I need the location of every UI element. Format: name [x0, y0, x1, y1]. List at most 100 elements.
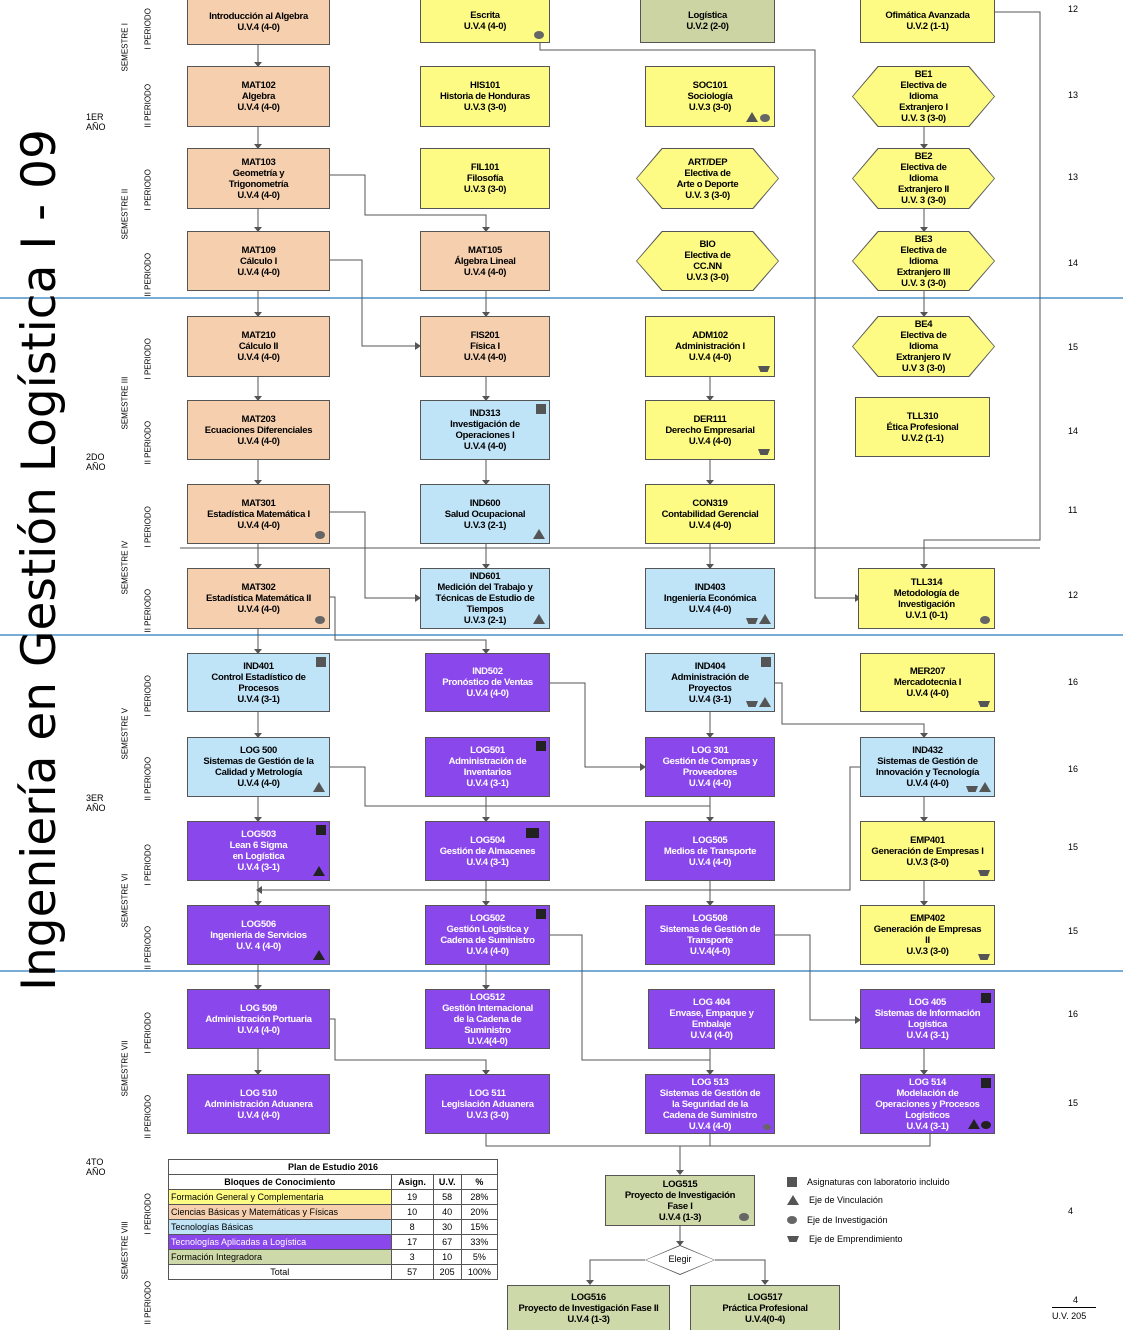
period-label: I PERIODO — [143, 8, 153, 50]
course-box[interactable]: IND401 Control Estadístico de Procesos U… — [187, 653, 330, 712]
course-box[interactable]: LOG515 Proyecto de Investigación Fase I … — [605, 1175, 755, 1226]
course-box[interactable]: LOG502 Gestión Logística y Cadena de Sum… — [425, 905, 550, 965]
cell: 205 — [432, 1264, 462, 1280]
row-total: 15 — [1068, 842, 1079, 852]
course-box[interactable]: MAT102 Algebra U.V.4 (4-0) — [187, 66, 330, 127]
block-name: Ciencias Básicas y Matemáticas y Físicas — [168, 1204, 392, 1220]
course-box[interactable]: EMP402 Generación de Empresas II U.V.3 (… — [860, 905, 995, 965]
elective-hexagon[interactable]: BE4 Electiva de Idioma Extranjero IV U.V… — [852, 316, 995, 377]
course-box[interactable]: FIL101 Filosofía U.V.3 (3-0) — [420, 148, 550, 209]
course-box[interactable]: MAT103 Geometría y Trigonometría U.V.4 (… — [187, 148, 330, 209]
course-box[interactable]: LOG 404 Envase, Empaque y Embalaje U.V.4… — [648, 989, 775, 1049]
course-box[interactable]: LOG516 Proyecto de Investigación Fase II… — [507, 1285, 670, 1330]
course-box[interactable]: IND601 Medición del Trabajo y Técnicas d… — [420, 568, 550, 629]
col-header: Asign. — [390, 1174, 434, 1190]
course-box[interactable]: LOG 510 Administración Aduanera U.V.4 (4… — [187, 1074, 330, 1134]
course-box[interactable]: IND502 Pronóstico de Ventas U.V.4 (4-0) — [425, 653, 550, 712]
elective-hexagon[interactable]: BE1 Electiva de Idioma Extranjero I U.V.… — [852, 66, 995, 127]
course-box[interactable]: LOG 514 Modelación de Operaciones y Proc… — [860, 1074, 995, 1134]
row-total: 12 — [1068, 590, 1079, 600]
entrepreneurship-axis-icon — [746, 618, 758, 624]
research-axis-icon — [739, 1213, 749, 1221]
row-total: 4 — [1073, 1295, 1079, 1305]
course-box[interactable]: LOG 513 Sistemas de Gestión de la Seguri… — [645, 1074, 775, 1134]
row-total: 15 — [1068, 342, 1079, 352]
semester-label: SEMESTRE III — [120, 376, 130, 430]
course-box[interactable]: MAT203 Ecuaciones Diferenciales U.V.4 (4… — [187, 400, 330, 460]
course-box[interactable]: MAT109 Cálculo I U.V.4 (4-0) — [187, 231, 330, 291]
course-box[interactable]: EMP401 Generación de Empresas I U.V.3 (3… — [860, 821, 995, 881]
cell: 33% — [460, 1234, 499, 1250]
course-box[interactable]: MAT210 Cálculo II U.V.4 (4-0) — [187, 316, 330, 377]
period-label: I PERIODO — [143, 506, 153, 548]
course-box[interactable]: Introducción al Algebra U.V.4 (4-0) — [187, 0, 330, 45]
cell: 28% — [460, 1189, 499, 1205]
course-box[interactable]: LOG 511 Legislación Aduanera U.V.3 (3-0) — [425, 1074, 550, 1134]
course-box[interactable]: DER111 Derecho Empresarial U.V.4 (4-0) — [645, 400, 775, 460]
course-box[interactable]: CON319 Contabilidad Gerencial U.V.4 (4-0… — [645, 484, 775, 544]
linkage-axis-icon — [533, 529, 545, 539]
period-label: I PERIODO — [143, 338, 153, 380]
row-total: 14 — [1068, 258, 1079, 268]
course-box[interactable]: LOG501 Administración de Inventarios U.V… — [425, 737, 550, 797]
lab-icon — [981, 993, 991, 1003]
semester-label: SEMESTRE I — [120, 23, 130, 72]
row-total: 4 — [1068, 1206, 1074, 1216]
course-box[interactable]: LOG508 Sistemas de Gestión de Transporte… — [645, 905, 775, 965]
course-box[interactable]: MER207 Mercadotecnia I U.V.4 (4-0) — [860, 653, 995, 712]
lab-icon — [536, 909, 546, 919]
elective-hexagon[interactable]: BIO Electiva de CC.NN U.V.3 (3-0) — [636, 231, 779, 291]
course-box[interactable]: FIS201 Física I U.V.4 (4-0) — [420, 316, 550, 377]
course-box[interactable]: MAT105 Álgebra Lineal U.V.4 (4-0) — [420, 231, 550, 291]
course-box[interactable]: LOG517 Práctica Profesional U.V.4(0-4) — [690, 1285, 840, 1330]
course-box[interactable]: LOG 405 Sistemas de Información Logístic… — [860, 989, 995, 1049]
cell: 10 — [390, 1204, 434, 1220]
period-label: II PERIODO — [143, 252, 153, 297]
elective-hexagon[interactable]: BE2 Electiva de Idioma Extranjero II U.V… — [852, 148, 995, 209]
period-label: II PERIODO — [143, 420, 153, 465]
lab-icon — [536, 741, 546, 751]
page-title: Ingeniería en Gestión Logística I - 09 — [12, 129, 67, 991]
linkage-axis-icon — [313, 782, 325, 792]
course-box[interactable]: MAT301 Estadística Matemática I U.V.4 (4… — [187, 484, 330, 544]
elective-hexagon[interactable]: BE3 Electiva de Idioma Extranjero III U.… — [852, 231, 995, 291]
row-total: 14 — [1068, 426, 1079, 436]
cell: 10 — [432, 1249, 462, 1265]
cell: 20% — [460, 1204, 499, 1220]
year-label-1: 1ER AÑO — [86, 112, 106, 132]
course-box[interactable]: LOG503 Lean 6 Sigma en Logística U.V.4 (… — [187, 821, 330, 881]
course-box[interactable]: LOG506 Ingeniería de Servicios U.V. 4 (4… — [187, 905, 330, 965]
semester-label: SEMESTRE VI — [120, 873, 130, 928]
course-box[interactable]: MAT302 Estadística Matemática II U.V.4 (… — [187, 568, 330, 629]
course-box[interactable]: SOC101 Sociología U.V.3 (3-0) — [645, 66, 775, 127]
course-box[interactable]: LOG 509 Administración Portuaria U.V.4 (… — [187, 989, 330, 1049]
linkage-axis-icon — [313, 950, 325, 960]
course-box[interactable]: LOG 301 Gestión de Compras y Proveedores… — [645, 737, 775, 797]
linkage-axis-icon — [759, 697, 771, 707]
cell: 19 — [390, 1189, 434, 1205]
decision-diamond[interactable]: Elegir — [645, 1245, 715, 1275]
course-box[interactable]: IND600 Salud Ocupacional U.V.3 (2-1) — [420, 484, 550, 544]
total-divider — [1052, 1307, 1096, 1308]
course-box[interactable]: IND313 Investigación de Operaciones I U.… — [420, 400, 550, 460]
course-box[interactable]: HIS101 Historia de Honduras U.V.3 (3-0) — [420, 66, 550, 127]
linkage-axis-icon — [759, 614, 771, 624]
lab-icon — [526, 828, 539, 838]
block-name: Total — [168, 1264, 392, 1280]
course-box[interactable]: TLL314 Metodología de Investigación U.V.… — [858, 568, 995, 629]
elective-hexagon[interactable]: ART/DEP Electiva de Arte o Deporte U.V. … — [636, 148, 779, 209]
research-axis-icon — [981, 1121, 991, 1129]
course-box[interactable]: ADM102 Administración I U.V.4 (4-0) — [645, 316, 775, 377]
course-box[interactable]: LOG 500 Sistemas de Gestión de la Calida… — [187, 737, 330, 797]
course-box[interactable]: IND403 Ingeniería Económica U.V.4 (4-0) — [645, 568, 775, 629]
course-box[interactable]: Ofimática Avanzada U.V.2 (1-1) — [860, 0, 995, 43]
course-box[interactable]: LOG504 Gestión de Almacenes U.V.4 (3-1) — [425, 821, 550, 881]
legend-lab: Asignaturas con laboratorio incluido — [787, 1177, 950, 1187]
course-box[interactable]: IND404 Administración de Proyectos U.V.4… — [645, 653, 775, 712]
course-box[interactable]: TLL310 Ética Profesional U.V.2 (1-1) — [855, 397, 990, 457]
course-box[interactable]: LOG505 Medios de Transporte U.V.4 (4-0) — [645, 821, 775, 881]
course-box[interactable]: LOG512 Gestión Internacional de la Caden… — [425, 989, 550, 1049]
course-box[interactable]: Escrita U.V.4 (4-0) — [420, 0, 550, 43]
course-box[interactable]: Logística U.V.2 (2-0) — [640, 0, 775, 43]
course-box[interactable]: IND432 Sistemas de Gestión de Innovación… — [860, 737, 995, 797]
